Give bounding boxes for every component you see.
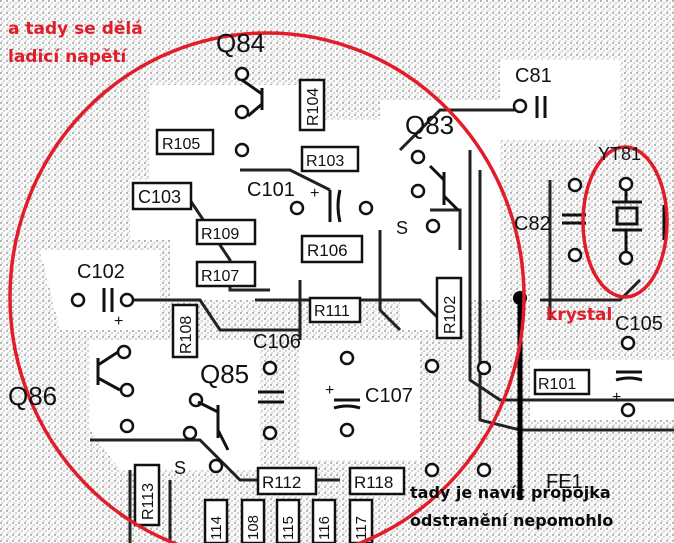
solder-pads [70,66,636,478]
annotation-tuning-line1: a tady se dělá [8,19,143,39]
resistor-boxes [131,78,591,543]
label-plus-c105: + [612,389,621,406]
label-yt81: YT81 [598,144,641,164]
label-s-q85: S [174,458,186,478]
label-r109: R109 [201,226,239,243]
component-labels: Q84 Q83 Q85 Q86 C81 C82 C101 C102 C103 C… [8,28,663,540]
annotation-circles [8,31,669,543]
annotation-jumper-line1: tady je navíc propojka [410,483,611,502]
annotation-crystal: krystal [546,305,612,325]
label-q85: Q85 [200,359,249,389]
label-r116: 116 [316,516,333,540]
label-c101: C101 [247,179,295,201]
label-c105: C105 [615,313,663,335]
label-c107: C107 [365,385,413,407]
annotation-jumper-line2: odstranění nepomohlo [410,511,613,530]
label-c102: C102 [77,261,125,283]
annotation-texts: a tady se dělá ladicí napětí krystal tad… [8,19,613,530]
label-r114: 114 [208,516,225,540]
label-c103: C103 [138,187,181,207]
annotation-tuning-line2: ladicí napětí [8,47,128,67]
label-r115: 115 [280,516,297,540]
label-plus-c101: + [310,185,319,202]
label-r102: R102 [442,296,459,334]
crystal-circle [581,145,669,299]
label-c82: C82 [514,213,551,235]
label-r113: R113 [140,483,157,520]
label-r117: 117 [353,516,370,540]
label-r105: R105 [162,136,200,153]
label-r107: R107 [201,268,239,285]
label-r103: R103 [306,153,344,170]
label-r106: R106 [307,241,348,260]
label-plus-c102: + [114,313,123,330]
label-r118: R118 [354,473,393,492]
label-r108b: 108 [245,515,262,540]
label-c106: C106 [253,331,301,353]
label-r112: R112 [262,473,301,492]
label-q84: Q84 [216,28,265,58]
crystal-symbol [612,190,666,252]
label-r108: R108 [178,316,195,354]
label-r111: R111 [314,303,350,320]
transistor-symbols [96,78,460,451]
label-s-q83: S [396,218,408,238]
label-c81: C81 [515,65,552,87]
label-q86: Q86 [8,381,57,411]
label-r104: R104 [305,88,322,126]
label-plus-c107: + [325,382,334,399]
label-q83: Q83 [405,110,454,140]
label-fe1: FE1 [546,471,583,493]
tuning-voltage-circle [8,31,526,543]
label-r101: R101 [538,376,576,393]
